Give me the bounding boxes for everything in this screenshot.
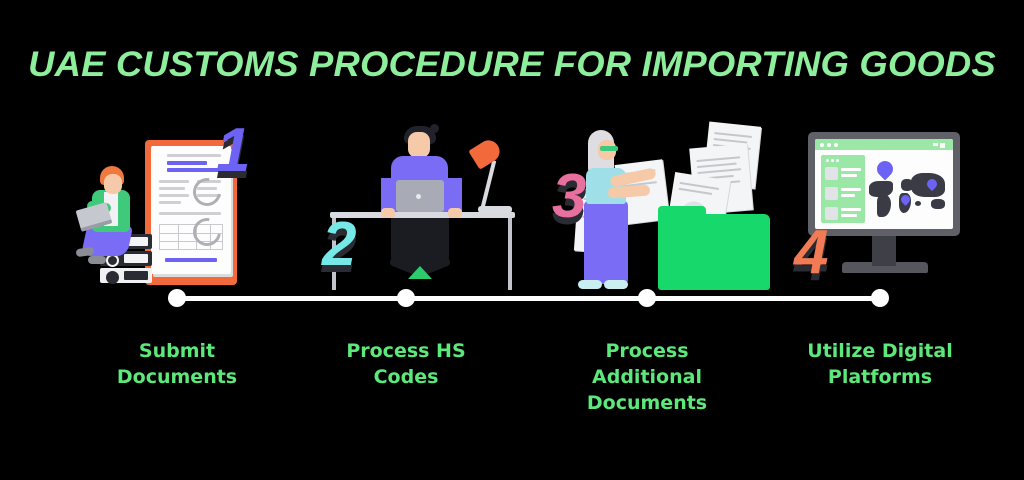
step-2-number: 2: [322, 210, 357, 279]
monitor-frame: [808, 132, 960, 236]
monitor-screen: [815, 139, 953, 229]
page-title: UAE CUSTOMS PROCEDURE FOR IMPORTING GOOD…: [28, 45, 996, 84]
map-continent: [915, 201, 921, 206]
laptop: [396, 180, 444, 212]
step-2-label: Process HS Codes: [346, 340, 466, 388]
step-4-label: Utilize Digital Platforms: [807, 340, 953, 388]
step-1-illustration: 1: [75, 116, 280, 288]
person-head: [408, 132, 430, 158]
step-4-number: 4: [794, 218, 829, 287]
step-1-label: Submit Documents: [116, 340, 238, 388]
step-1-number: 1: [216, 116, 251, 185]
step-3-illustration: 3: [550, 118, 770, 290]
map-continent: [901, 179, 913, 191]
map-continent: [931, 199, 945, 209]
glasses-icon: [600, 146, 618, 151]
step-2-illustration: 2: [318, 120, 528, 290]
map-continent: [877, 195, 891, 217]
green-folder: [658, 214, 770, 290]
step-3-number: 3: [552, 162, 587, 231]
desk-lamp-base: [478, 206, 512, 213]
map-continent: [869, 181, 893, 197]
timeline-dot-1[interactable]: [168, 289, 186, 307]
step-3-label: Process Additional Documents: [586, 340, 708, 414]
timeline-track: [177, 296, 881, 301]
form-document: [151, 146, 231, 274]
timeline-dot-2[interactable]: [397, 289, 415, 307]
form-table: [159, 224, 223, 250]
monitor-base: [842, 262, 928, 273]
timeline-dot-3[interactable]: [638, 289, 656, 307]
browser-title-bar: [815, 139, 953, 150]
desk-surface: [330, 212, 515, 218]
location-pin: [873, 157, 897, 181]
desk-lamp-shade: [468, 136, 504, 170]
clipboard: [145, 140, 237, 285]
person-working-on-laptop: [75, 166, 148, 264]
step-4-illustration: 4: [790, 126, 970, 286]
person-trousers: [584, 200, 628, 284]
monitor-stand: [872, 236, 896, 266]
sidebar-panel: [821, 155, 865, 223]
timeline-dot-4[interactable]: [871, 289, 889, 307]
